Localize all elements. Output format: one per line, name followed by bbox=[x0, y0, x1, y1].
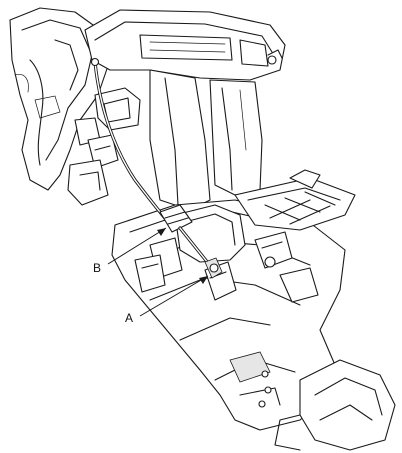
callout-label-a: A bbox=[125, 311, 133, 325]
center-column bbox=[149, 69, 263, 211]
callout-label-b: B bbox=[93, 261, 101, 275]
upper-bracket bbox=[84, 9, 286, 81]
callout-leader-a bbox=[139, 275, 209, 317]
shift-cable bbox=[90, 57, 223, 279]
callout-leader-b bbox=[107, 227, 167, 265]
lever-knob bbox=[274, 359, 396, 451]
right-pedal-frame bbox=[234, 169, 356, 231]
upper-body-structure bbox=[9, 7, 111, 191]
